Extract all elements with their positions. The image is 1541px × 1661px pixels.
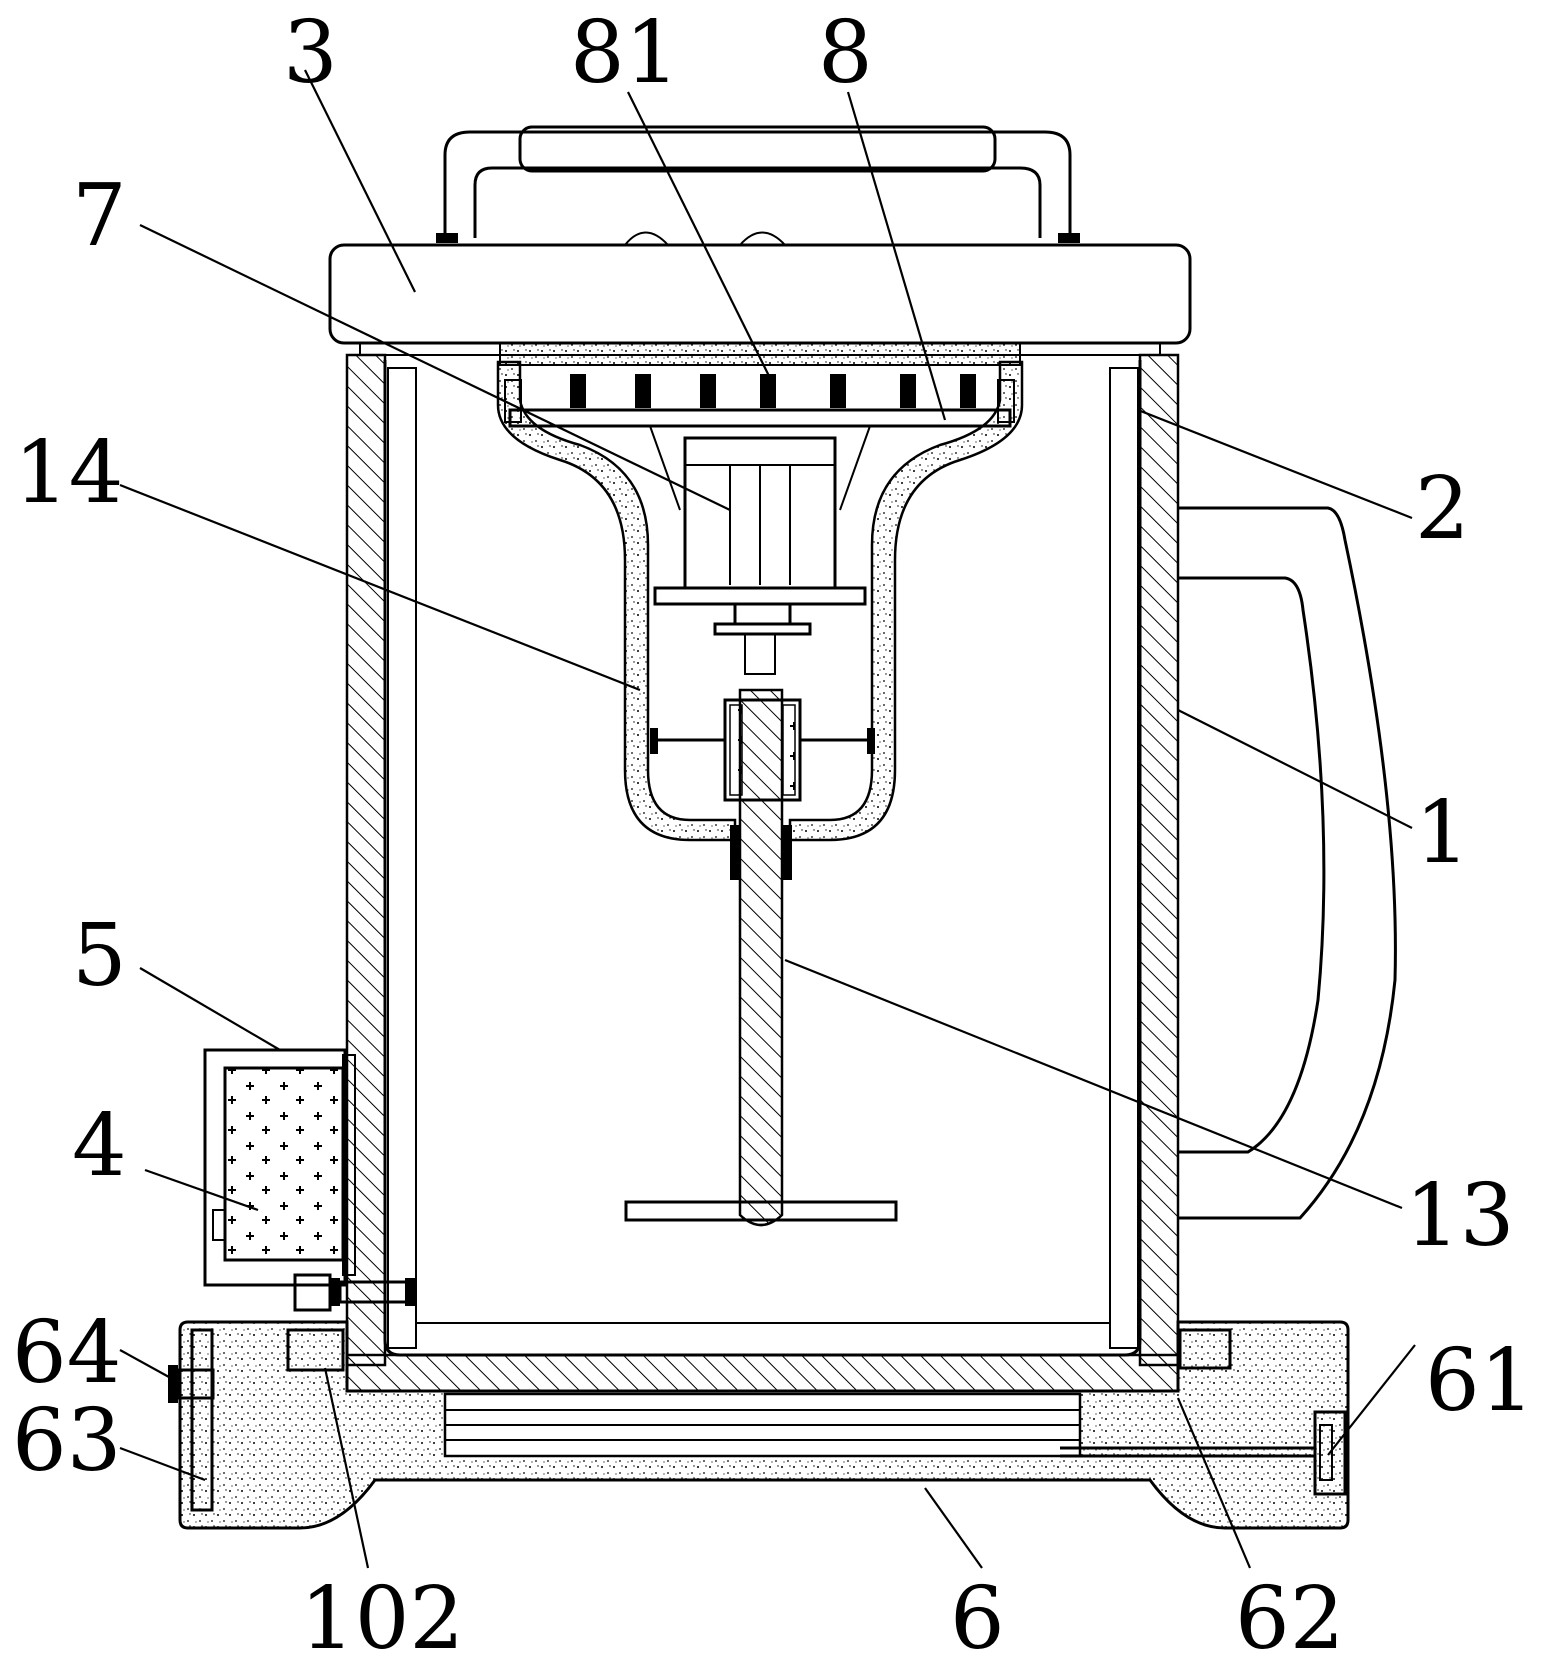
side-box <box>203 1048 417 1312</box>
callout-labels: 3 81 8 7 14 2 1 5 4 13 64 63 61 102 6 62 <box>12 3 1534 1661</box>
callout-63: 63 <box>12 1391 121 1491</box>
leader-13 <box>784 958 1403 1210</box>
base <box>168 1320 1350 1530</box>
callout-81: 81 <box>570 3 679 103</box>
leader-64 <box>119 1349 179 1383</box>
top-handle <box>436 125 1080 246</box>
leader-5 <box>139 967 281 1051</box>
leader-7 <box>139 224 731 511</box>
leader-14 <box>119 483 641 692</box>
leader-62 <box>1176 1397 1252 1569</box>
leader-lines <box>119 69 1416 1569</box>
leader-81 <box>627 91 771 379</box>
leader-3 <box>304 69 416 293</box>
leader-63 <box>119 1446 206 1482</box>
side-handle <box>1178 506 1397 1220</box>
springs <box>570 374 976 408</box>
spring-plate <box>504 374 1015 511</box>
callout-1: 1 <box>1415 783 1470 883</box>
callout-61: 61 <box>1425 1331 1534 1431</box>
leader-8 <box>846 91 947 421</box>
lid <box>328 243 1192 366</box>
leader-61 <box>1327 1344 1416 1456</box>
motor <box>653 436 867 675</box>
callout-7: 7 <box>72 166 127 266</box>
callout-64: 64 <box>12 1303 121 1403</box>
leader-1 <box>1177 709 1413 829</box>
leader-6 <box>924 1487 983 1569</box>
callout-2: 2 <box>1415 459 1470 559</box>
stirring-shaft <box>624 688 898 1227</box>
leader-4 <box>144 1168 259 1212</box>
callout-6: 6 <box>950 1569 1005 1661</box>
callout-4: 4 <box>72 1096 127 1196</box>
callout-13: 13 <box>1405 1166 1514 1266</box>
callout-102: 102 <box>300 1569 464 1661</box>
callout-14: 14 <box>14 423 123 523</box>
callout-3: 3 <box>283 3 338 103</box>
leader-2 <box>1137 408 1413 520</box>
callout-5: 5 <box>72 906 127 1006</box>
leader-102 <box>323 1367 370 1569</box>
callout-8: 8 <box>818 3 873 103</box>
callout-62: 62 <box>1235 1569 1344 1661</box>
